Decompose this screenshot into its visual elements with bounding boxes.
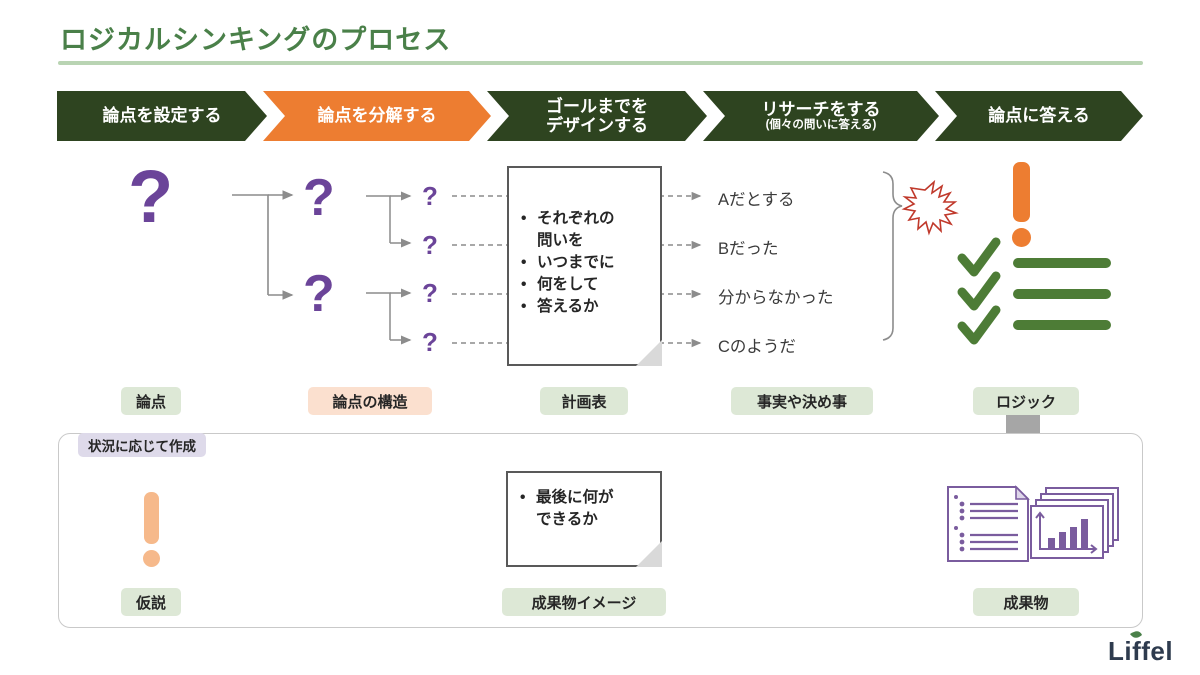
question-mark-branch-1-icon: ? [303, 169, 335, 227]
research-result-3: 分からなかった [718, 289, 834, 307]
plan-line: •何をして [521, 274, 652, 296]
exclamation-dot-icon [1012, 228, 1031, 247]
question-mark-leaf-2-icon: ? [422, 230, 438, 260]
process-step-4-label: リサーチをする [761, 100, 881, 120]
label-logic: ロジック [973, 387, 1079, 415]
process-step-bar: 論点を設定する 論点を分解する ゴールまでを デザインする リサーチをする (個… [57, 91, 1143, 141]
check-mark-1-icon [957, 237, 1001, 277]
hypothesis-exclamation-bar-icon [144, 492, 159, 544]
bullet-spacer [520, 509, 528, 531]
bullet-icon: • [520, 489, 526, 506]
logic-bar-2 [1013, 289, 1111, 299]
deliverable-image-document: •最後に何が できるか [506, 471, 662, 567]
bullet-icon: • [521, 276, 527, 293]
logic-bar-3 [1013, 320, 1111, 330]
check-mark-2-icon [957, 271, 1001, 311]
deliverable-doc-line: •最後に何が [520, 487, 652, 509]
plan-document-lines: •それぞれの 問いを •いつまでに •何をして •答えるか [521, 208, 652, 318]
question-mark-leaf-1-icon: ? [422, 181, 438, 211]
process-step-3[interactable]: ゴールまでを デザインする [487, 91, 707, 141]
process-step-3-label-line1: ゴールまでを [546, 96, 648, 116]
research-result-2: Bだった [718, 240, 779, 258]
page-fold-corner [636, 541, 662, 567]
plan-line: •それぞれの [521, 208, 652, 230]
process-step-1-label: 論点を設定する [102, 106, 222, 126]
label-ronten: 論点 [121, 387, 181, 415]
hypothesis-exclamation-dot-icon [143, 550, 160, 567]
process-step-4-sublabel: (個々の問いに答える) [765, 119, 877, 132]
process-step-1[interactable]: 論点を設定する [57, 91, 267, 141]
label-seikabutsu: 成果物 [973, 588, 1079, 616]
process-step-5[interactable]: 論点に答える [935, 91, 1143, 141]
process-step-2[interactable]: 論点を分解する [263, 91, 491, 141]
process-step-5-label: 論点に答える [988, 106, 1090, 126]
exclamation-bar-icon [1013, 162, 1030, 222]
bullet-spacer [521, 230, 529, 252]
deliverable-doc-line: できるか [520, 509, 652, 531]
process-step-3-label-line2: デザインする [546, 116, 648, 135]
bullet-icon: • [521, 254, 527, 271]
research-result-4: Cのようだ [718, 338, 796, 356]
question-mark-leaf-3-icon: ? [422, 278, 438, 308]
plan-line: 問いを [521, 230, 652, 252]
page-title: ロジカルシンキングのプロセス [60, 25, 452, 55]
bullet-icon: • [521, 298, 527, 315]
label-keikakuhyou: 計画表 [540, 387, 628, 415]
deliverable-doc-lines: •最後に何が できるか [520, 487, 652, 531]
plan-document: •それぞれの 問いを •いつまでに •何をして •答えるか [507, 166, 662, 366]
plan-line: •答えるか [521, 296, 652, 318]
bullet-icon: • [521, 210, 527, 227]
panel-badge: 状況に応じて作成 [78, 433, 206, 457]
process-step-4[interactable]: リサーチをする (個々の問いに答える) [703, 91, 939, 141]
check-mark-3-icon [957, 305, 1001, 345]
starburst-icon [901, 179, 959, 236]
process-step-2-label: 論点を分解する [317, 106, 437, 126]
brand-logo: Liffel [1108, 636, 1173, 667]
label-kasetsu: 仮説 [121, 588, 181, 616]
question-mark-leaf-4-icon: ? [422, 327, 438, 357]
label-seikabutsu-image: 成果物イメージ [502, 588, 666, 616]
brand-logo-text: Liffel [1108, 636, 1174, 666]
research-result-1: Aだとする [718, 191, 795, 209]
question-mark-branch-2-icon: ? [303, 265, 335, 323]
logic-bar-1 [1013, 258, 1111, 268]
plan-line: •いつまでに [521, 252, 652, 274]
page-fold-corner [636, 340, 662, 366]
question-mark-root-icon: ? [128, 155, 174, 238]
title-underline [58, 61, 1143, 65]
label-jijitsu: 事実や決め事 [731, 387, 873, 415]
label-ronten-kouzou: 論点の構造 [308, 387, 432, 415]
